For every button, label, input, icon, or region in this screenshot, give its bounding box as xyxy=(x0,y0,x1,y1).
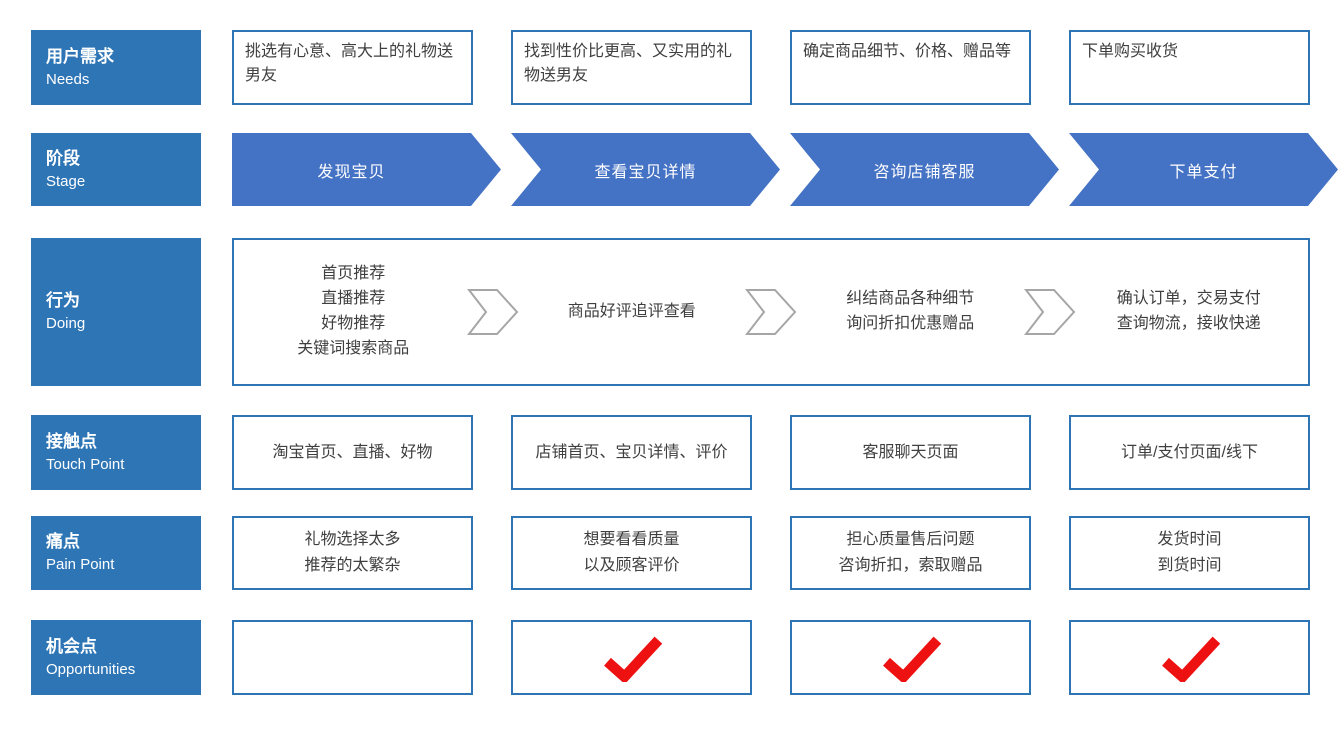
opportunity-cell-4 xyxy=(1069,620,1310,695)
stage-step-1: 发现宝贝 xyxy=(232,133,473,206)
opportunity-cell-3 xyxy=(790,620,1031,695)
row-label-touch-point: 接触点 Touch Point xyxy=(31,415,201,490)
doing-text-3: 纠结商品各种细节 询问折扣优惠赠品 xyxy=(846,290,975,332)
row-label-touch-point-en: Touch Point xyxy=(46,455,125,473)
pain-point-cell-3: 担心质量售后问题 咨询折扣，索取赠品 xyxy=(790,516,1031,590)
doing-text-2: 商品好评追评查看 xyxy=(567,302,696,320)
check-icon xyxy=(603,636,662,682)
right-arrow-icon xyxy=(1023,287,1076,337)
doing-text-1: 首页推荐 直播推荐 好物推荐 关键词搜索商品 xyxy=(297,265,410,357)
opportunity-cell-1 xyxy=(232,620,473,695)
row-label-needs: 用户需求 Needs xyxy=(31,30,201,105)
row-label-opportunities-en: Opportunities xyxy=(46,660,136,678)
stage-arrow-4: 下单支付 xyxy=(1069,133,1338,206)
row-label-pain-point-en: Pain Point xyxy=(46,556,115,574)
check-icon xyxy=(1161,636,1220,682)
right-arrow-icon xyxy=(466,287,519,337)
row-label-opportunities: 机会点 Opportunities xyxy=(31,620,201,695)
row-label-stage-en: Stage xyxy=(46,172,86,190)
row-label-pain-point: 痛点 Pain Point xyxy=(31,516,201,590)
pain-point-cell-2: 想要看看质量 以及顾客评价 xyxy=(511,516,752,590)
opportunity-cell-2 xyxy=(511,620,752,695)
doing-text-4: 确认订单，交易支付 查询物流，接收快递 xyxy=(1116,290,1261,332)
pain-point-cell-1: 礼物选择太多 推荐的太繁杂 xyxy=(232,516,473,590)
touch-point-cell-3: 客服聊天页面 xyxy=(790,415,1031,490)
row-label-pain-point-zh: 痛点 xyxy=(46,532,80,552)
journey-grid: 用户需求 Needs 挑选有心意、高大上的礼物送男友 找到性价比更高、又实用的礼… xyxy=(31,30,1310,695)
row-label-doing-en: Doing xyxy=(46,315,86,333)
touch-point-cell-4: 订单/支付页面/线下 xyxy=(1069,415,1310,490)
needs-cell-4: 下单购买收货 xyxy=(1069,30,1310,105)
row-label-touch-point-zh: 接触点 xyxy=(46,431,97,451)
row-label-stage: 阶段 Stage xyxy=(31,133,201,206)
needs-cell-1: 挑选有心意、高大上的礼物送男友 xyxy=(232,30,473,105)
right-arrow-icon xyxy=(745,287,797,337)
stage-arrow-1: 发现宝贝 xyxy=(232,133,501,206)
stage-step-2: 查看宝贝详情 xyxy=(511,133,752,206)
pain-point-cell-4: 发货时间 到货时间 xyxy=(1069,516,1310,590)
stage-arrow-3: 咨询店铺客服 xyxy=(790,133,1059,206)
stage-arrow-2: 查看宝贝详情 xyxy=(511,133,780,206)
row-label-stage-zh: 阶段 xyxy=(46,148,80,168)
stage-step-4: 下单支付 xyxy=(1069,133,1310,206)
row-label-needs-en: Needs xyxy=(46,70,90,88)
doing-panel: 首页推荐 直播推荐 好物推荐 关键词搜索商品 商品好评追评查看 纠结商品各种细节… xyxy=(232,238,1310,386)
check-icon xyxy=(882,636,941,682)
touch-point-cell-2: 店铺首页、宝贝详情、评价 xyxy=(511,415,752,490)
row-label-needs-zh: 用户需求 xyxy=(46,46,114,66)
stage-step-3: 咨询店铺客服 xyxy=(790,133,1031,206)
row-label-opportunities-zh: 机会点 xyxy=(46,636,97,656)
needs-cell-2: 找到性价比更高、又实用的礼物送男友 xyxy=(511,30,752,105)
row-label-doing-zh: 行为 xyxy=(46,291,80,311)
needs-cell-3: 确定商品细节、价格、赠品等 xyxy=(790,30,1031,105)
touch-point-cell-1: 淘宝首页、直播、好物 xyxy=(232,415,473,490)
row-label-doing: 行为 Doing xyxy=(31,238,201,386)
